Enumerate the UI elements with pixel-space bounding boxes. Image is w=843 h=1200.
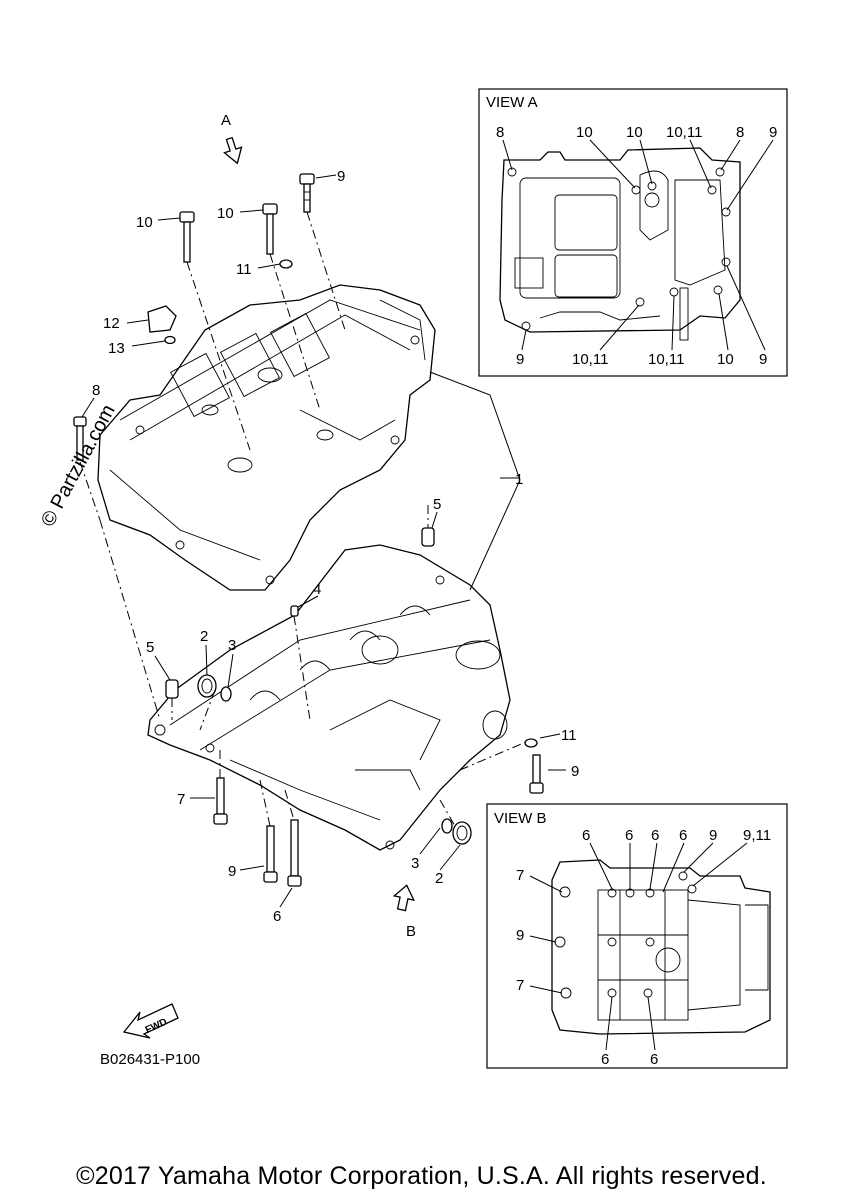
callout-1: 1 xyxy=(515,471,523,488)
callout-12: 12 xyxy=(103,315,120,332)
callout-11: 11 xyxy=(561,727,577,744)
bolt-10-center xyxy=(262,203,278,255)
view-a-label: 10 xyxy=(717,351,734,368)
view-b-letter: B xyxy=(406,923,416,940)
washer-11-right xyxy=(524,738,538,748)
view-b-inset: VIEW B xyxy=(486,803,788,1069)
callout-3: 3 xyxy=(228,637,236,654)
oring-3-right xyxy=(441,818,453,834)
plug-2-right xyxy=(452,821,472,845)
callout-3: 3 xyxy=(411,855,419,872)
bolt-9-top xyxy=(299,173,315,213)
view-a-label: 10,11 xyxy=(666,124,702,141)
callout-4: 4 xyxy=(313,581,321,598)
bolt-8 xyxy=(73,416,87,461)
callout-6: 6 xyxy=(273,908,281,925)
callout-5: 5 xyxy=(146,639,154,656)
view-a-label: 10,11 xyxy=(648,351,684,368)
part-callouts: 1 2 2 3 3 4 5 5 6 7 8 9 9 9 10 10 11 11 … xyxy=(92,168,579,925)
view-b-label: 6 xyxy=(651,827,659,844)
lower-crankcase xyxy=(147,544,511,851)
view-b-label: 9,11 xyxy=(743,827,771,844)
view-b-label: 6 xyxy=(650,1051,658,1068)
view-b-label: 9 xyxy=(516,927,524,944)
view-a-label: 10 xyxy=(576,124,593,141)
view-b-label: 6 xyxy=(679,827,687,844)
washer-11-top xyxy=(279,259,293,269)
view-b-crankcase-drawing xyxy=(551,859,771,1035)
callout-11: 11 xyxy=(236,261,252,278)
oring-13 xyxy=(164,335,176,345)
view-a-inset: VIEW A xyxy=(478,88,788,377)
dowel-5-left xyxy=(165,679,179,699)
copyright-notice: ©2017 Yamaha Motor Corporation, U.S.A. A… xyxy=(76,1162,767,1190)
callout-9: 9 xyxy=(571,763,579,780)
callout-2: 2 xyxy=(435,870,443,887)
view-a-label: 10 xyxy=(626,124,643,141)
bolt-9-bottom xyxy=(263,825,278,883)
pin-4 xyxy=(290,605,299,617)
view-b-arrow: B xyxy=(392,884,416,940)
bolt-10-left xyxy=(179,211,195,263)
view-a-arrow: A xyxy=(221,112,243,165)
callout-2: 2 xyxy=(200,628,208,645)
view-a-label: 8 xyxy=(496,124,504,141)
fwd-arrow: FWD xyxy=(122,1003,179,1039)
view-a-letter: A xyxy=(221,112,231,129)
assembly-lines xyxy=(79,174,566,908)
bolt-7 xyxy=(213,777,228,825)
view-b-label: 6 xyxy=(625,827,633,844)
view-a-label: 10,11 xyxy=(572,351,608,368)
callout-5: 5 xyxy=(433,496,441,513)
callout-10: 10 xyxy=(136,214,153,231)
diagram-code: B026431-P100 xyxy=(100,1051,200,1068)
view-b-label: 9 xyxy=(709,827,717,844)
view-b-title: VIEW B xyxy=(494,810,547,827)
callout-9: 9 xyxy=(337,168,345,185)
view-b-label: 7 xyxy=(516,977,524,994)
callout-7: 7 xyxy=(177,791,185,808)
view-a-crankcase-drawing xyxy=(499,147,741,341)
oring-3-left xyxy=(220,686,232,702)
callout-8: 8 xyxy=(92,382,100,399)
view-b-label: 6 xyxy=(582,827,590,844)
bolt-9-right xyxy=(529,754,544,794)
view-a-title: VIEW A xyxy=(486,94,538,111)
dowel-5-right xyxy=(421,527,435,547)
callout-10: 10 xyxy=(217,205,234,222)
view-a-label: 8 xyxy=(736,124,744,141)
view-a-label: 9 xyxy=(516,351,524,368)
upper-crankcase xyxy=(97,284,436,591)
view-b-label: 7 xyxy=(516,867,524,884)
view-a-label: 9 xyxy=(759,351,767,368)
view-b-label: 6 xyxy=(601,1051,609,1068)
part-12-sensor xyxy=(147,305,177,333)
view-a-label: 9 xyxy=(769,124,777,141)
callout-13: 13 xyxy=(108,340,125,357)
bolt-6 xyxy=(287,819,302,887)
callout-9: 9 xyxy=(228,863,236,880)
